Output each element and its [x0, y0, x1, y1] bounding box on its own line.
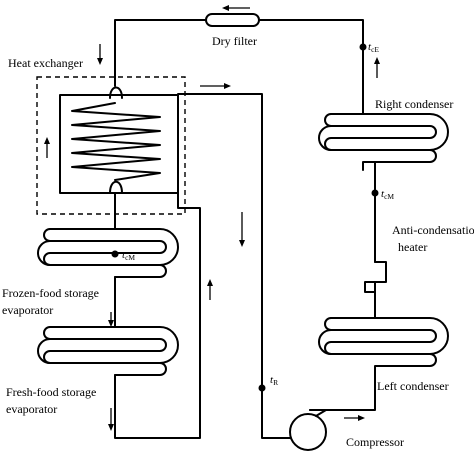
left-condenser-coil: [309, 317, 437, 411]
evaporator-return-line: [114, 192, 201, 439]
flow-arrow-compressor-out: [344, 415, 365, 421]
flow-arrow-return-up: [207, 279, 213, 300]
measurement-point-tcM-evap: [111, 250, 119, 258]
flow-arrow-condenser-up: [374, 57, 380, 78]
label-frozen-2: evaporator: [2, 303, 53, 317]
label-fresh-1: Fresh-food storage: [6, 385, 96, 399]
capillary-line-top: [114, 19, 364, 96]
frozen-evaporator-outline: [37, 228, 179, 266]
measurement-point-tR: [258, 384, 266, 392]
suction-line: [177, 93, 291, 439]
frozen-evaporator-coil: [43, 228, 167, 278]
flow-arrow-fresh-down: [108, 408, 114, 431]
heat-exchanger-outlet-loop: [109, 180, 123, 194]
label-left-condenser: Left condenser: [377, 379, 449, 393]
fresh-evaporator-outline: [37, 326, 179, 364]
label-fresh-2: evaporator: [6, 402, 57, 416]
symbol-tcM-evap: tcM: [122, 249, 135, 262]
compressor: [289, 413, 327, 451]
label-dry-filter: Dry filter: [212, 34, 257, 48]
heat-exchanger-coil: [71, 102, 161, 181]
flow-arrow-suction-down: [239, 212, 245, 247]
label-anti-condensation-2: heater: [398, 240, 427, 254]
measurement-point-tcM-right: [371, 189, 379, 197]
symbol-tR: tR: [270, 374, 278, 387]
flow-arrow-hx-inner-up: [44, 137, 50, 158]
anti-condensation-heater: [364, 261, 387, 293]
label-compressor: Compressor: [346, 435, 404, 449]
flow-arrow-suction-right: [200, 83, 231, 89]
compressor-outlet: [309, 409, 327, 417]
label-right-condenser: Right condenser: [375, 97, 453, 111]
symbol-tcE: tcE: [368, 41, 379, 54]
left-condenser-outline: [318, 317, 449, 355]
label-anti-condensation-1: Anti-condensation: [392, 223, 474, 237]
fresh-evaporator-coil: [43, 326, 167, 376]
heat-exchanger-inlet-loop: [109, 86, 123, 99]
flow-arrow-frozen-down: [108, 312, 114, 327]
label-frozen-1: Frozen-food storage: [2, 286, 99, 300]
flow-arrow-hx-in: [97, 44, 103, 65]
heat-exchanger-boundary: [36, 76, 186, 215]
dry-filter: [205, 13, 260, 27]
right-condenser-coil: [324, 94, 437, 171]
flow-arrow-top: [222, 5, 250, 11]
heat-exchanger-body: [59, 94, 179, 194]
symbol-tcM-right: tcM: [381, 188, 394, 201]
label-heat-exchanger: Heat exchanger: [8, 56, 83, 70]
right-condenser-outline: [318, 113, 449, 151]
measurement-point-tcE: [359, 43, 367, 51]
